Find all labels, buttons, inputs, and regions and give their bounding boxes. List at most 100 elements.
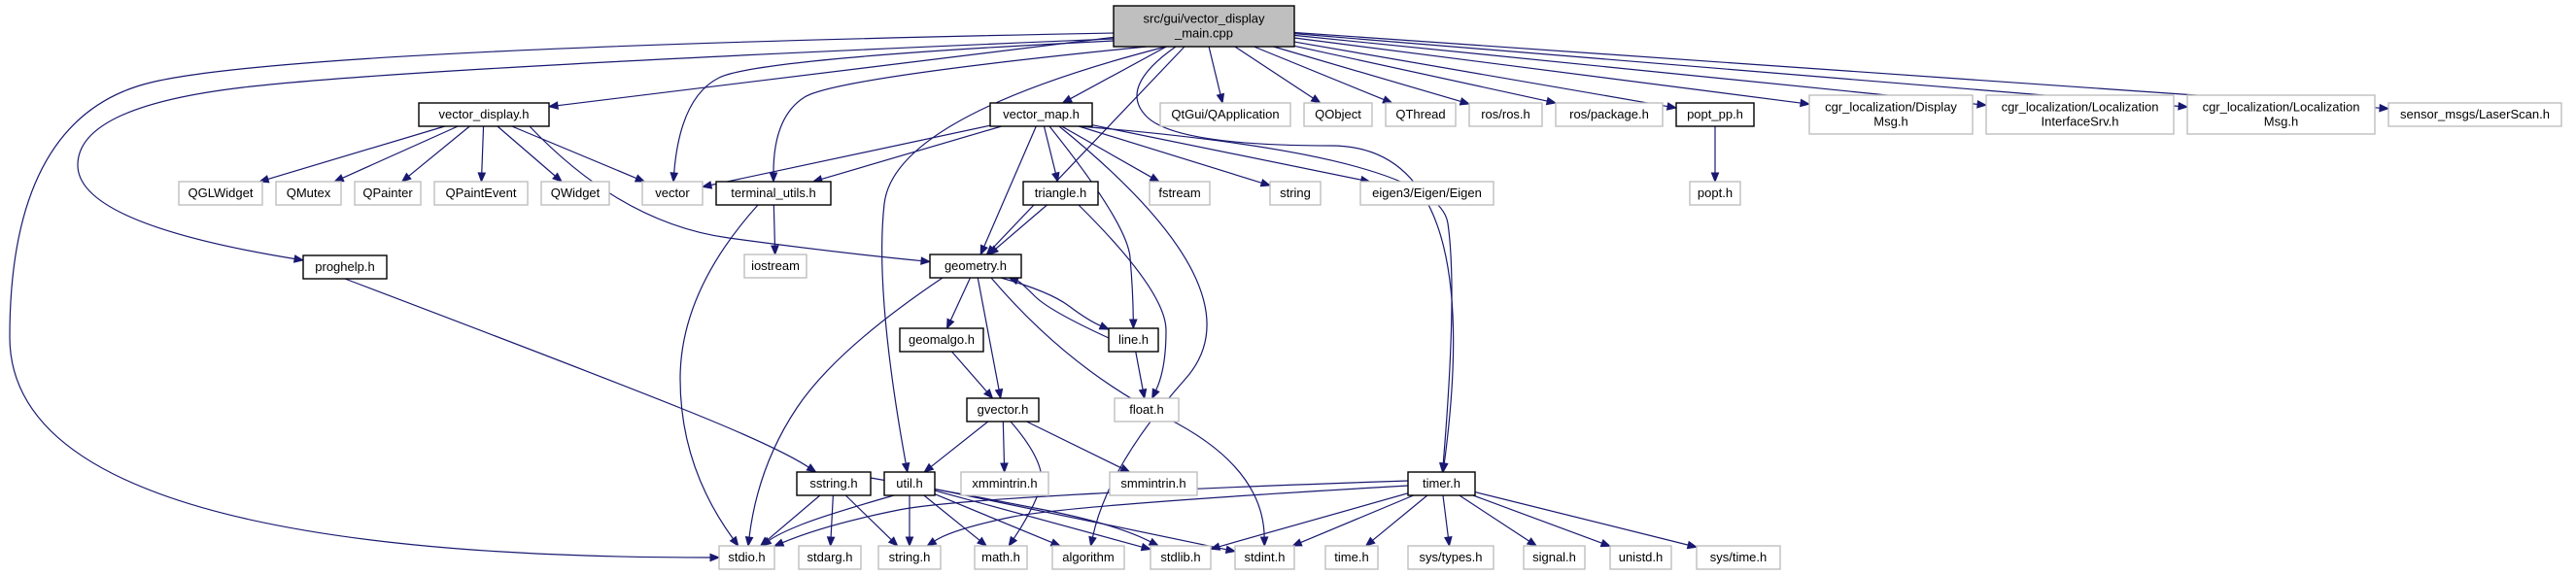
node-qglwidget: QGLWidget xyxy=(178,181,263,206)
edge-main-to-proghelp_h xyxy=(77,38,1115,263)
node-geomalgo-h[interactable]: geomalgo.h xyxy=(899,327,984,353)
node-label: timer.h xyxy=(1423,476,1460,490)
node-main[interactable]: src/gui/vector_display_main.cpp xyxy=(1113,5,1295,48)
node-label: src/gui/vector_display xyxy=(1144,12,1265,26)
node-qobject: QObject xyxy=(1303,102,1373,127)
edge-arrowhead xyxy=(1148,537,1160,547)
node-box xyxy=(1689,181,1741,206)
node-label: smmintrin.h xyxy=(1120,476,1185,490)
edge-arrowhead xyxy=(1008,535,1018,548)
edge-arrowhead xyxy=(987,245,1000,255)
edge-line xyxy=(977,277,1000,390)
node-box xyxy=(1108,327,1159,353)
edge-line xyxy=(821,125,1002,181)
edge-arrowhead xyxy=(1382,95,1393,104)
node-gvector-h[interactable]: gvector.h xyxy=(966,397,1040,423)
edge-line xyxy=(1219,492,1409,548)
edge-arrowhead xyxy=(2178,101,2189,111)
edge-arrowhead xyxy=(1459,97,1471,106)
node-line-h[interactable]: line.h xyxy=(1108,327,1159,353)
edge-triangle_h-to-geometry_h xyxy=(987,204,1048,255)
edge-arrowhead xyxy=(761,536,773,547)
node-box xyxy=(974,545,1028,570)
edge-vector_map_h-to-timer_h xyxy=(1078,125,1453,474)
edge-vector_map_h-to-string xyxy=(1079,125,1272,187)
node-timer-h[interactable]: timer.h xyxy=(1407,471,1476,496)
edge-util_h-to-stdlib_h xyxy=(934,490,1152,552)
edge-line xyxy=(673,40,1115,174)
edge-line xyxy=(1293,33,2180,107)
node-vector-display-h[interactable]: vector_display.h xyxy=(418,102,550,127)
node-label: geometry.h xyxy=(945,258,1007,273)
node-box xyxy=(354,181,422,206)
edge-line xyxy=(1208,46,1221,95)
node-popt-pp-h[interactable]: popt_pp.h xyxy=(1675,102,1755,127)
node-box xyxy=(540,181,610,206)
node-proghelp-h[interactable]: proghelp.h xyxy=(302,254,388,280)
node-label: util.h xyxy=(896,476,922,490)
node-terminal-utils-h[interactable]: terminal_utils.h xyxy=(715,181,832,206)
edge-line xyxy=(748,277,944,538)
edge-arrowhead xyxy=(773,538,785,547)
node-box xyxy=(899,327,984,353)
edge-arrowhead xyxy=(1710,172,1720,184)
edge-line xyxy=(773,204,776,247)
node-label: QGLWidget xyxy=(189,186,254,200)
edge-main-to-geometry_h xyxy=(985,46,1185,255)
edge-arrowhead xyxy=(1049,538,1062,547)
node-float-h: float.h xyxy=(1114,397,1180,423)
node-box xyxy=(433,181,529,206)
edge-sstring_h-to-string_h xyxy=(844,494,899,547)
node-ros-package-h: ros/package.h xyxy=(1555,102,1664,127)
edge-gvector_h-to-util_h xyxy=(923,421,989,473)
node-box xyxy=(2387,102,2562,127)
edge-line xyxy=(1472,494,1602,544)
edge-arrowhead xyxy=(1666,102,1678,111)
edge-arrowhead xyxy=(1088,535,1097,548)
node-label: sensor_msgs/LaserScan.h xyxy=(2400,107,2550,121)
node-signal-h: signal.h xyxy=(1523,545,1586,570)
node-qtgui-qapplication: QtGui/QApplication xyxy=(1159,102,1291,127)
edge-arrowhead xyxy=(1599,538,1612,548)
node-triangle-h[interactable]: triangle.h xyxy=(1022,181,1099,206)
edge-timer_h-to-unistd_h xyxy=(1472,494,1612,548)
edge-arrowhead xyxy=(1545,96,1558,106)
edge-arrowhead xyxy=(905,536,914,548)
edge-vector_map_h-to-eigen xyxy=(1091,124,1372,185)
node-box xyxy=(718,545,775,570)
node-box xyxy=(1114,397,1180,423)
node-sstring-h[interactable]: sstring.h xyxy=(796,471,872,496)
edge-vector_map_h-to-triangle_h xyxy=(1043,125,1060,184)
edge-line xyxy=(497,125,556,177)
edge-arrowhead xyxy=(400,172,412,183)
edge-line xyxy=(342,125,459,179)
edge-arrowhead xyxy=(634,174,646,183)
node-label: Msg.h xyxy=(1873,115,1907,129)
edge-arrowhead xyxy=(2379,103,2390,113)
edge-arrowhead xyxy=(1051,171,1060,184)
node-geometry-h[interactable]: geometry.h xyxy=(929,254,1022,279)
node-box xyxy=(1051,545,1125,570)
edge-line xyxy=(1078,125,1453,464)
node-box xyxy=(1985,94,2175,135)
edge-arrowhead xyxy=(1526,537,1538,547)
node-stdio-h: stdio.h xyxy=(718,545,775,570)
node-box xyxy=(989,102,1093,127)
edge-timer_h-to-stdint_h xyxy=(1290,494,1414,547)
node-label: ros/ros.h xyxy=(1481,107,1530,121)
node-label: QObject xyxy=(1315,107,1361,121)
edges-layer xyxy=(9,31,2390,562)
node-vector-map-h[interactable]: vector_map.h xyxy=(989,102,1093,127)
edge-line xyxy=(1016,280,1110,339)
node-box xyxy=(743,254,807,279)
node-label: QPainter xyxy=(362,186,413,200)
edge-vector_display_h-to-qpainter xyxy=(400,125,470,183)
edge-terminal_utils_h-to-iostream xyxy=(771,204,779,256)
edge-vector_display_h-to-qglwidget xyxy=(258,125,446,184)
edge-geometry_h-to-geomalgo_h xyxy=(945,277,972,330)
node-fstream: fstream xyxy=(1149,181,1211,206)
edge-line xyxy=(992,46,1185,249)
edge-line xyxy=(679,204,759,540)
node-util-h[interactable]: util.h xyxy=(883,471,936,496)
edge-util_h-to-math_h xyxy=(923,494,988,547)
